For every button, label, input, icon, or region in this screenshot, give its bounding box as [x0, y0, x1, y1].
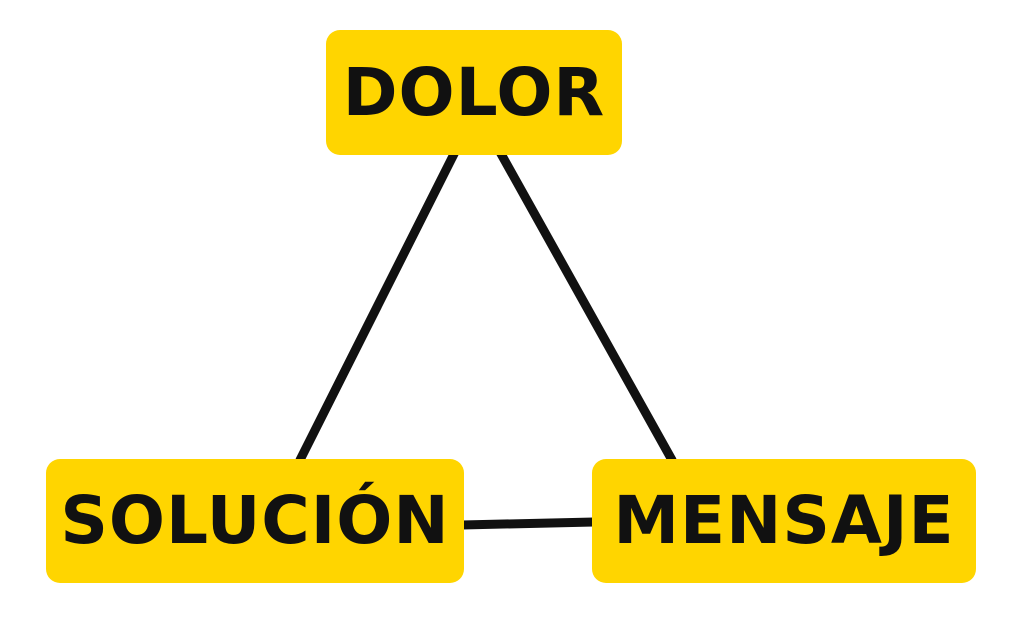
node-mensaje: MENSAJE: [592, 459, 976, 583]
node-dolor: DOLOR: [326, 30, 622, 155]
node-mensaje-label: MENSAJE: [613, 482, 955, 559]
edge-solucion-mensaje: [457, 517, 599, 530]
node-dolor-label: DOLOR: [342, 53, 606, 131]
edge-dolor-mensaje: [495, 147, 677, 465]
edge-dolor-solucion: [295, 147, 460, 465]
node-solucion-label: SOLUCIÓN: [60, 482, 450, 559]
node-solucion: SOLUCIÓN: [46, 459, 464, 583]
